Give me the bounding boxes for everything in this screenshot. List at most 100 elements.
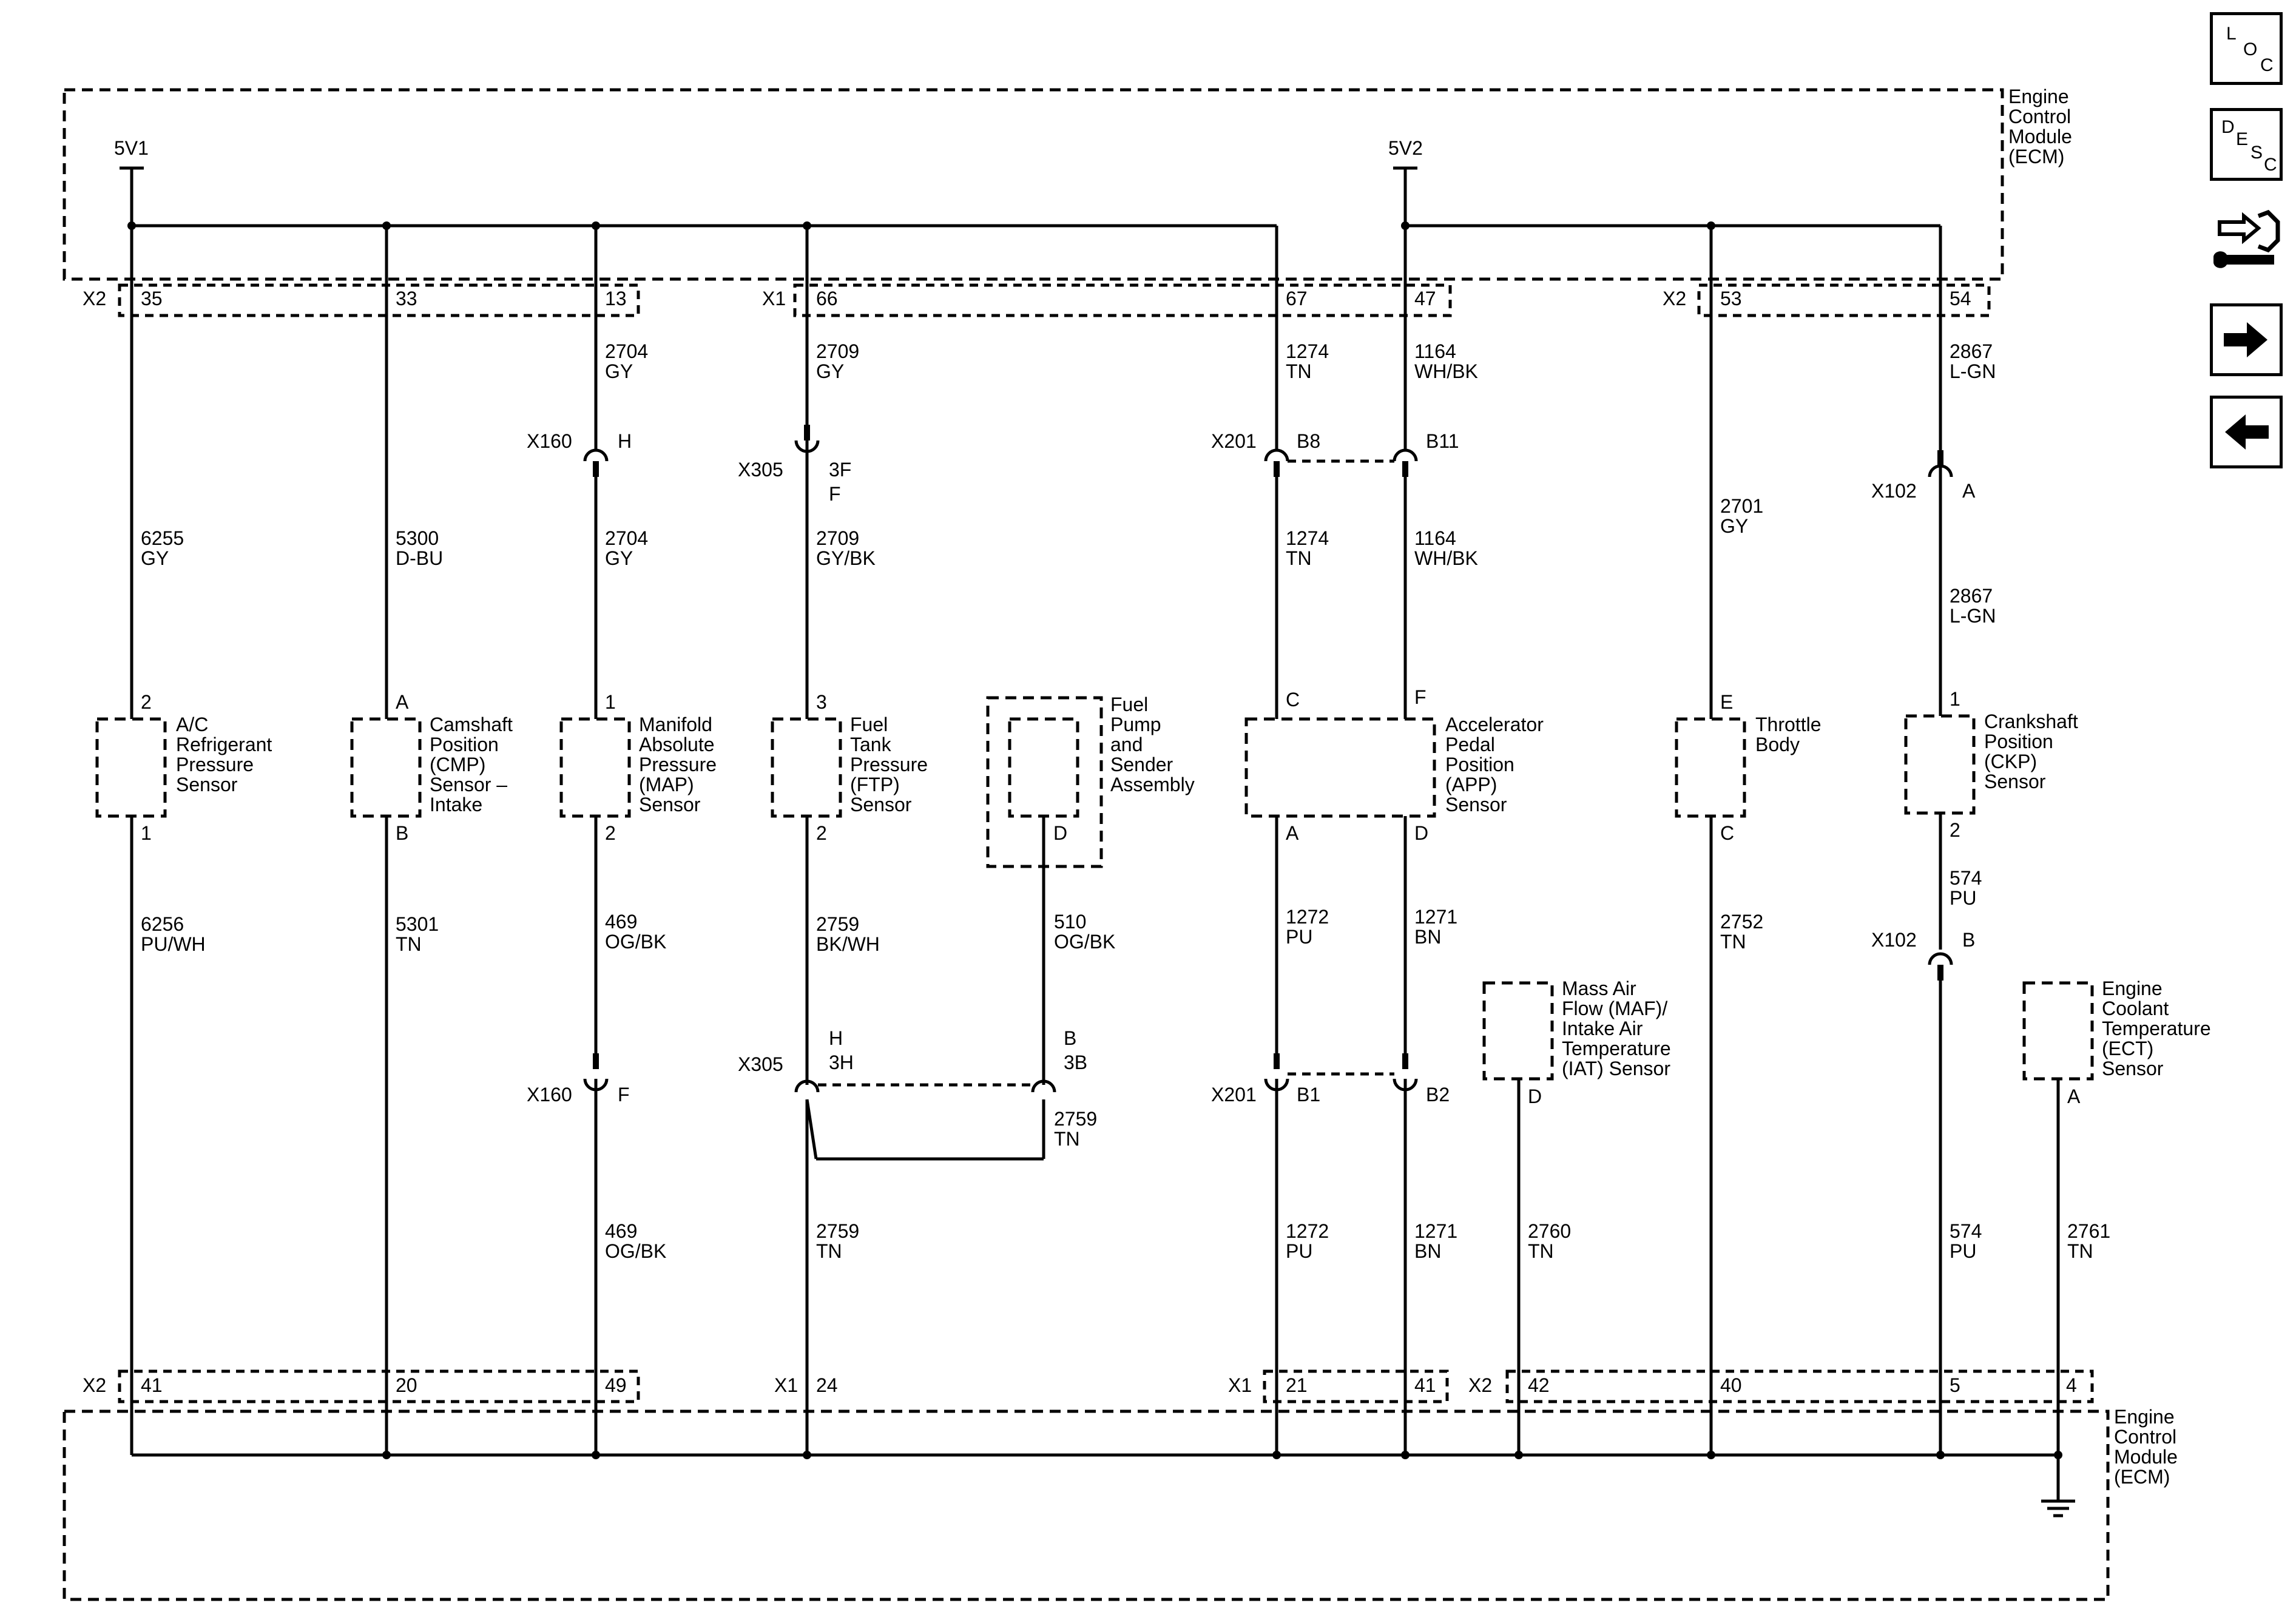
bottom-connector-x1-b: X1 21 41 <box>1228 1369 1449 1403</box>
svg-text:X1: X1 <box>1228 1374 1252 1396</box>
svg-text:2709: 2709 <box>816 527 859 549</box>
previous-page-button[interactable] <box>2210 396 2283 468</box>
description-button[interactable]: D E S C <box>2210 108 2283 181</box>
svg-text:3H: 3H <box>829 1052 854 1073</box>
svg-text:D: D <box>1528 1085 1542 1107</box>
svg-text:GY: GY <box>605 547 633 569</box>
svg-text:Intake: Intake <box>430 794 482 815</box>
svg-text:Position: Position <box>1445 754 1514 775</box>
svg-text:2: 2 <box>816 822 827 844</box>
svg-text:(MAP): (MAP) <box>639 774 694 795</box>
svg-text:TN: TN <box>1720 931 1746 953</box>
svg-text:L-GN: L-GN <box>1950 360 1996 382</box>
svg-text:X160: X160 <box>527 430 572 452</box>
circuit-ect: 2761 TN <box>2056 1079 2110 1455</box>
svg-text:Sensor –: Sensor – <box>430 774 507 795</box>
svg-text:F: F <box>618 1084 630 1106</box>
svg-text:X2: X2 <box>1468 1374 1492 1396</box>
svg-text:Temperature: Temperature <box>2102 1018 2211 1039</box>
connector-tool-icon[interactable] <box>2207 204 2285 282</box>
svg-text:C: C <box>1286 689 1300 711</box>
svg-text:2: 2 <box>605 822 616 844</box>
svg-text:5301: 5301 <box>396 913 439 935</box>
svg-text:1: 1 <box>605 691 616 713</box>
loc-letter-l: L <box>2226 24 2237 44</box>
svg-text:Sensor: Sensor <box>850 794 912 815</box>
svg-text:469: 469 <box>605 1220 637 1242</box>
svg-text:X305: X305 <box>738 1053 783 1075</box>
ecm-bottom-label: Engine Control Module (ECM) <box>2114 1406 2178 1488</box>
svg-text:D: D <box>1414 822 1428 844</box>
x160-connector-top: X160 H <box>527 430 632 477</box>
svg-text:Pedal: Pedal <box>1445 734 1495 755</box>
svg-text:40: 40 <box>1720 1374 1742 1396</box>
svg-text:(CMP): (CMP) <box>430 754 485 775</box>
svg-text:Sender: Sender <box>1110 754 1173 775</box>
svg-text:Engine: Engine <box>2008 86 2069 107</box>
svg-text:5300: 5300 <box>396 527 439 549</box>
svg-text:1274: 1274 <box>1286 340 1329 362</box>
svg-text:B8: B8 <box>1297 430 1320 452</box>
svg-text:A: A <box>1286 822 1299 844</box>
svg-text:Sensor: Sensor <box>176 774 238 795</box>
svg-text:PU/WH: PU/WH <box>141 933 206 955</box>
svg-text:X201: X201 <box>1211 1084 1257 1106</box>
svg-text:Tank: Tank <box>850 734 892 755</box>
svg-text:574: 574 <box>1950 867 1982 889</box>
svg-text:Pressure: Pressure <box>639 754 717 775</box>
svg-text:and: and <box>1110 734 1143 755</box>
svg-text:L-GN: L-GN <box>1950 605 1996 627</box>
svg-text:Crankshaft: Crankshaft <box>1984 711 2078 732</box>
svg-text:A: A <box>1962 480 1976 502</box>
svg-text:33: 33 <box>396 288 417 309</box>
svg-text:TN: TN <box>816 1240 842 1262</box>
svg-text:1271: 1271 <box>1414 1220 1457 1242</box>
svg-text:Flow (MAF)/: Flow (MAF)/ <box>1562 998 1667 1019</box>
ecm-bottom-box <box>62 1409 2110 1601</box>
svg-text:BK/WH: BK/WH <box>816 933 880 955</box>
svg-text:2761: 2761 <box>2067 1220 2110 1242</box>
circuit-cmp: 5300 D-BU 5301 TN <box>385 226 443 1455</box>
svg-text:B: B <box>396 822 408 844</box>
svg-text:42: 42 <box>1528 1374 1550 1396</box>
svg-text:Pressure: Pressure <box>176 754 254 775</box>
svg-text:X102: X102 <box>1871 929 1917 951</box>
svg-text:2701: 2701 <box>1720 495 1763 517</box>
svg-text:PU: PU <box>1286 926 1312 948</box>
svg-text:2704: 2704 <box>605 340 648 362</box>
svg-text:24: 24 <box>816 1374 838 1396</box>
svg-text:X2: X2 <box>1663 288 1686 309</box>
svg-text:PU: PU <box>1950 887 1976 909</box>
svg-text:21: 21 <box>1286 1374 1308 1396</box>
svg-text:1164: 1164 <box>1414 527 1456 549</box>
svg-text:1272: 1272 <box>1286 906 1329 928</box>
svg-text:1274: 1274 <box>1286 527 1329 549</box>
svg-text:(ECM): (ECM) <box>2008 146 2064 167</box>
svg-text:Position: Position <box>1984 731 2053 752</box>
svg-text:5V2: 5V2 <box>1388 137 1423 159</box>
location-button[interactable]: L O C <box>2210 12 2283 85</box>
circuit-maf-iat: 2760 TN <box>1517 1079 1571 1455</box>
svg-text:F: F <box>829 483 841 505</box>
svg-text:D: D <box>1053 822 1067 844</box>
next-page-button[interactable] <box>2210 303 2283 376</box>
desc-letter-d: D <box>2221 117 2235 137</box>
svg-text:X1: X1 <box>774 1374 798 1396</box>
ac-refrigerant-pressure-sensor: 2 1 A/C Refrigerant Pressure Sensor <box>95 691 272 844</box>
top-connector-x1: X1 66 67 47 <box>762 283 1452 317</box>
manifold-absolute-pressure-sensor: 1 2 Manifold Absolute Pressure (MAP) Sen… <box>559 691 717 844</box>
svg-text:Mass Air: Mass Air <box>1562 977 1636 999</box>
svg-text:Control: Control <box>2008 106 2071 127</box>
svg-text:Refrigerant: Refrigerant <box>176 734 272 755</box>
svg-text:(CKP): (CKP) <box>1984 751 2037 772</box>
svg-text:GY: GY <box>141 547 169 569</box>
svg-text:H: H <box>618 430 632 452</box>
svg-text:67: 67 <box>1286 288 1308 309</box>
svg-text:Pressure: Pressure <box>850 754 928 775</box>
svg-text:510: 510 <box>1054 911 1086 933</box>
svg-text:4: 4 <box>2066 1374 2077 1396</box>
svg-text:Fuel: Fuel <box>850 714 888 735</box>
svg-text:B: B <box>1962 929 1975 951</box>
circuit-ac-refrigerant: 6255 GY 6256 PU/WH <box>130 226 206 1455</box>
svg-text:TN: TN <box>1286 360 1312 382</box>
